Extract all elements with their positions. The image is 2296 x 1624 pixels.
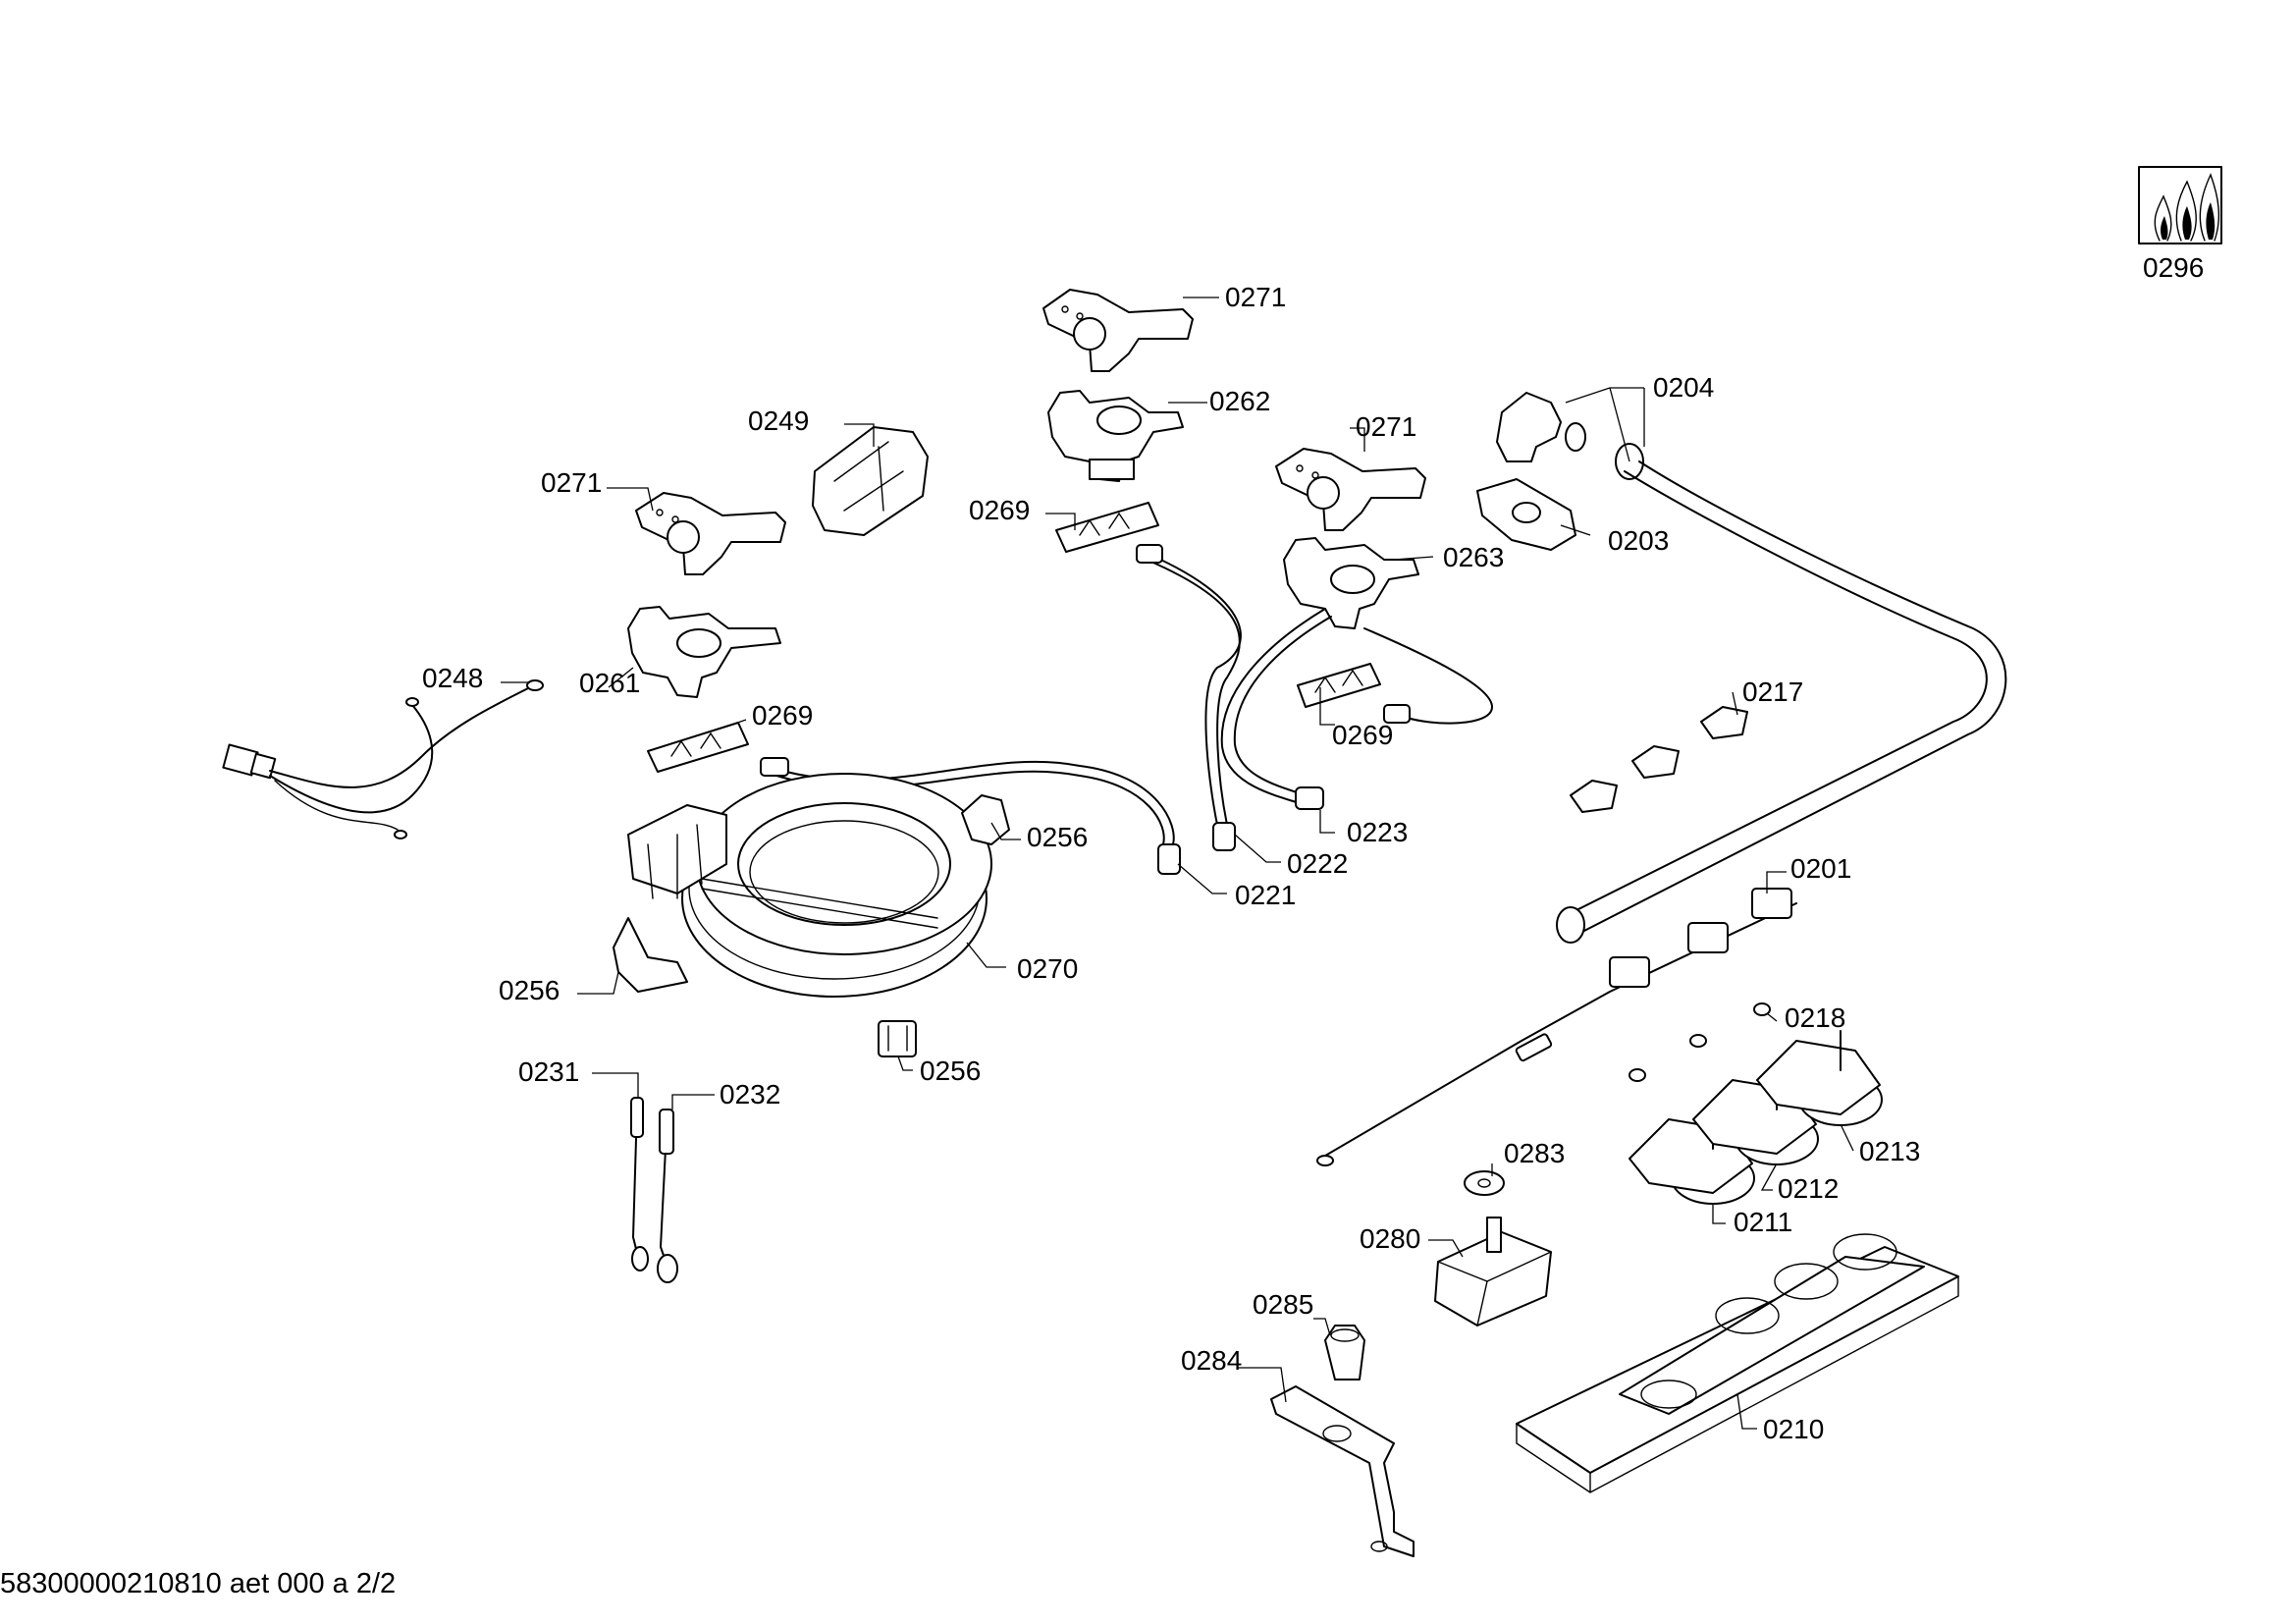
label-0201[interactable]: 0201	[1790, 853, 1851, 884]
ring-0218[interactable]	[1629, 1002, 1771, 1082]
label-0204[interactable]: 0204	[1653, 372, 1714, 403]
label-0271[interactable]: 0271	[1225, 282, 1286, 312]
label-0249[interactable]: 0249	[748, 406, 809, 436]
label-0256[interactable]: 0256	[1027, 822, 1088, 852]
burner-bracket-right[interactable]	[1275, 448, 1426, 531]
label-0223[interactable]: 0223	[1347, 817, 1408, 847]
label-0285[interactable]: 0285	[1253, 1289, 1313, 1320]
bracket-0249[interactable]	[812, 426, 929, 536]
valve-housing-0210[interactable]	[1516, 1233, 1959, 1493]
burner-ring-0270[interactable]	[681, 773, 992, 998]
label-0271[interactable]: 0271	[1356, 411, 1416, 442]
label-0262[interactable]: 0262	[1209, 386, 1270, 416]
label-0296[interactable]: 0296	[2143, 252, 2204, 283]
clip-0269b[interactable]	[647, 722, 749, 773]
elbow-fitting-0204[interactable]	[1496, 392, 1644, 480]
burner-bracket-top[interactable]	[1042, 289, 1194, 372]
switch-0280[interactable]	[1434, 1217, 1552, 1326]
label-0211[interactable]: 0211	[1734, 1207, 1792, 1237]
label-0256[interactable]: 0256	[920, 1056, 981, 1086]
document-footer: 58300000210810 aet 000 a 2/2	[0, 1568, 397, 1599]
washer-0283[interactable]	[1464, 1170, 1505, 1196]
clip-0269c[interactable]	[1297, 663, 1381, 708]
label-0210[interactable]: 0210	[1763, 1414, 1824, 1444]
part-0285[interactable]	[1324, 1325, 1365, 1380]
burner-holder-0263[interactable]	[1283, 537, 1419, 629]
label-0284[interactable]: 0284	[1181, 1345, 1242, 1376]
thermocouple-0231[interactable]	[630, 1097, 649, 1272]
burner-holder-0261[interactable]	[627, 606, 781, 698]
label-0232[interactable]: 0232	[720, 1079, 780, 1110]
label-0213[interactable]: 0213	[1859, 1136, 1920, 1166]
burner-holder-0262[interactable]	[1047, 390, 1184, 482]
label-0221[interactable]: 0221	[1235, 880, 1296, 910]
label-0283[interactable]: 0283	[1504, 1138, 1565, 1168]
gas-pipe-0222[interactable]	[1136, 544, 1242, 851]
ignition-distributor-0201[interactable]	[1316, 888, 1797, 1166]
label-0269[interactable]: 0269	[752, 700, 813, 731]
label-0212[interactable]: 0212	[1778, 1173, 1839, 1204]
label-0263[interactable]: 0263	[1443, 542, 1504, 572]
label-0280[interactable]: 0280	[1360, 1223, 1420, 1254]
label-0261[interactable]: 0261	[579, 668, 640, 698]
label-0218[interactable]: 0218	[1785, 1002, 1845, 1033]
label-0271[interactable]: 0271	[541, 467, 602, 498]
gas-pipe-0223[interactable]	[1220, 608, 1493, 810]
ignition-block[interactable]	[627, 804, 727, 899]
label-0248[interactable]: 0248	[422, 663, 483, 693]
label-0269[interactable]: 0269	[969, 495, 1030, 525]
clip-0269a[interactable]	[1055, 502, 1159, 553]
clip-0256b[interactable]	[613, 917, 688, 993]
clip-0217[interactable]	[1570, 706, 1748, 813]
part-labels: 0296 0271 0262 0204 0249 0271 0271 0269 …	[422, 252, 2204, 1444]
gas-flame-icon	[2138, 166, 2222, 244]
leader-lines	[501, 297, 1854, 1430]
label-0231[interactable]: 0231	[518, 1056, 579, 1087]
gasket-0203[interactable]	[1476, 478, 1576, 551]
label-0269[interactable]: 0269	[1332, 720, 1393, 750]
label-0222[interactable]: 0222	[1287, 848, 1348, 879]
thermocouple-0232[interactable]	[657, 1109, 678, 1283]
burner-bracket-left[interactable]	[635, 492, 786, 575]
label-0203[interactable]: 0203	[1608, 525, 1669, 556]
label-0256[interactable]: 0256	[499, 975, 560, 1005]
label-0217[interactable]: 0217	[1742, 677, 1803, 707]
label-0270[interactable]: 0270	[1017, 953, 1078, 984]
main-gas-pipe[interactable]	[1556, 460, 2007, 944]
wire-harness-0248[interactable]	[222, 679, 544, 839]
clip-0256c[interactable]	[878, 1020, 917, 1057]
bracket-0284[interactable]	[1270, 1385, 1415, 1557]
gas-valve-0213[interactable]	[1756, 1030, 1883, 1126]
